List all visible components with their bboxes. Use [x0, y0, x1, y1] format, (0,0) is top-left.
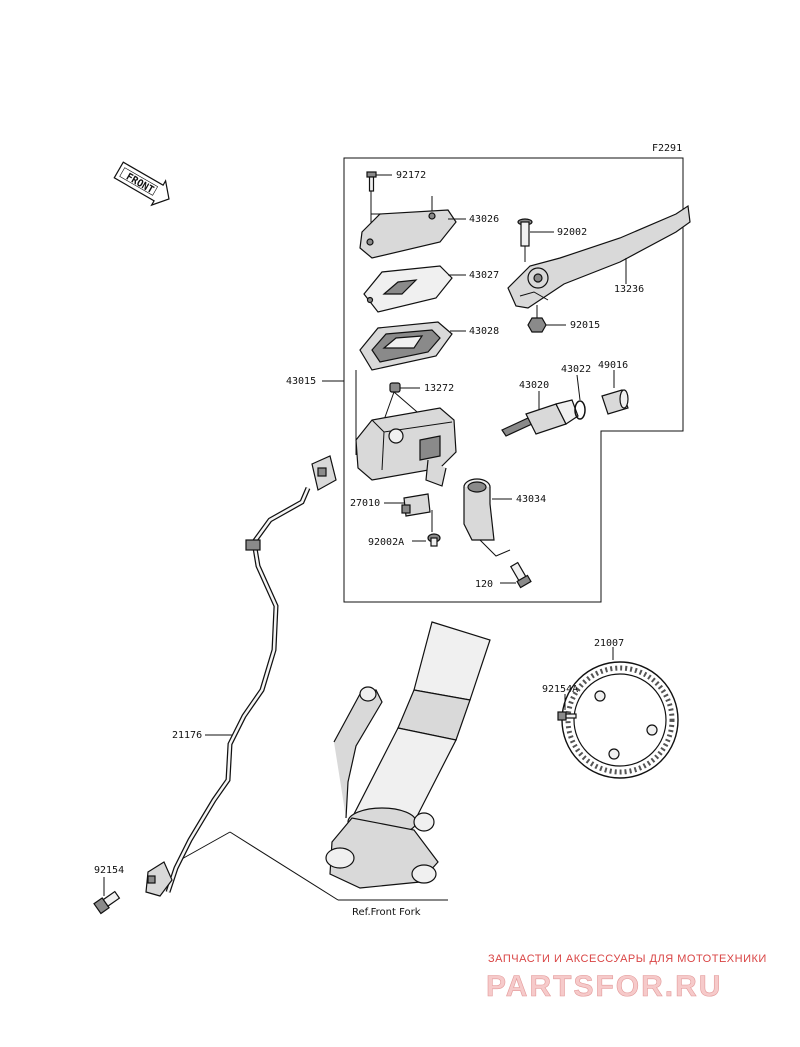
nut-92015 — [527, 317, 547, 333]
abs-sensor-rotor-21007 — [561, 661, 679, 779]
abs-sensor-cable-21176 — [145, 455, 337, 897]
label-27010: 27010 — [350, 498, 380, 509]
label-43034: 43034 — [516, 494, 546, 505]
front-fork-reference — [325, 621, 491, 889]
reservoir-cap-43026 — [359, 209, 457, 259]
watermark-brand: PARTSFOR.RU — [486, 970, 722, 1003]
label-92002A: 92002A — [368, 537, 404, 548]
bolt-92154 — [93, 890, 121, 915]
watermark-caption: ЗАПЧАСТИ И АКСЕССУАРЫ ДЛЯ МОТОТЕХНИКИ — [488, 953, 767, 965]
holder-clamp-43034 — [463, 478, 495, 541]
figure-code: F2291 — [652, 143, 682, 154]
label-43026: 43026 — [469, 214, 499, 225]
bushing-49016 — [601, 389, 629, 415]
pivot-bolt-92002 — [517, 218, 533, 247]
label-21176: 21176 — [172, 730, 202, 741]
front-direction-arrow: FRONT — [113, 161, 170, 207]
label-92154: 92154 — [94, 865, 124, 876]
label-92172: 92172 — [396, 170, 426, 181]
label-43027: 43027 — [469, 270, 499, 281]
brake-switch-27010 — [401, 493, 431, 517]
label-92154A: 92154A — [542, 684, 578, 695]
label-120: 120 — [475, 579, 493, 590]
clamp-bolt-120 — [509, 561, 532, 589]
label-43022: 43022 — [561, 364, 591, 375]
screw-92154A — [557, 711, 577, 721]
plate-43027 — [363, 265, 453, 313]
bleeder-cap-13272 — [389, 382, 401, 393]
label-49016: 49016 — [598, 360, 628, 371]
label-21007: 21007 — [594, 638, 624, 649]
piston-43020 — [501, 399, 579, 437]
circlip-43022 — [574, 400, 586, 420]
label-ref-front-fork: Ref.Front Fork — [352, 907, 421, 918]
label-13236: 13236 — [614, 284, 644, 295]
label-92015: 92015 — [570, 320, 600, 331]
label-43015: 43015 — [286, 376, 316, 387]
brake-lever-13236 — [507, 204, 691, 309]
label-13272: 13272 — [424, 383, 454, 394]
assembly-frame — [343, 157, 684, 603]
label-92002: 92002 — [557, 227, 587, 238]
screw-92002A — [427, 533, 441, 547]
label-43028: 43028 — [469, 326, 499, 337]
screw-92172 — [366, 171, 377, 192]
master-cylinder-body — [355, 407, 457, 487]
label-43020: 43020 — [519, 380, 549, 391]
